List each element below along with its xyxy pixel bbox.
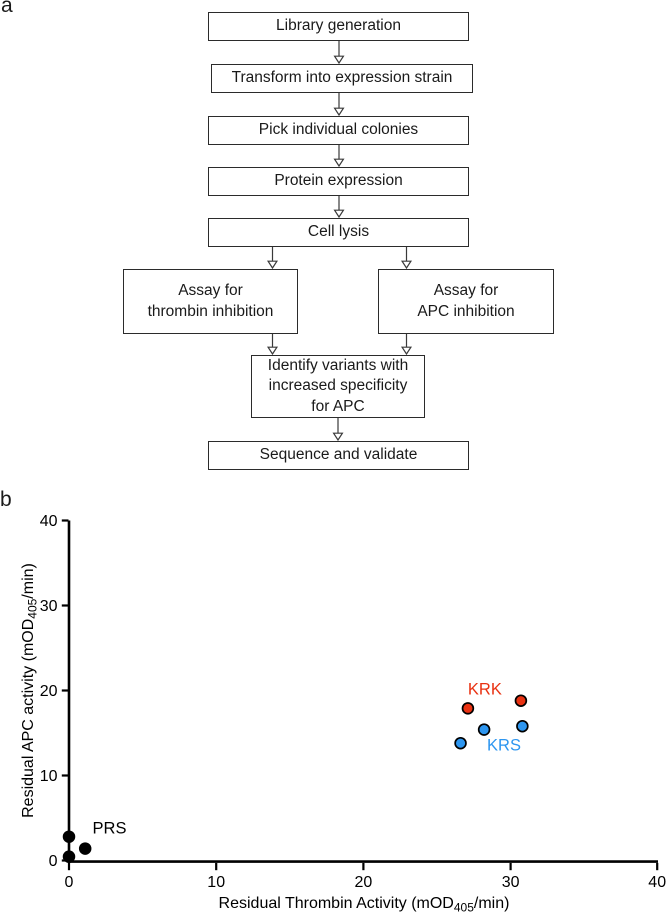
flowchart-box-protein-expression: Protein expression — [208, 167, 469, 196]
y-tick-label: 10 — [40, 768, 58, 785]
panel-b-label: b — [0, 488, 12, 511]
flow-arrow-icon — [400, 247, 413, 270]
x-tick-label: 40 — [648, 874, 666, 891]
scatter-point-prs — [62, 830, 76, 843]
flow-arrow-icon — [332, 418, 344, 442]
x-tick-label: 30 — [502, 874, 520, 891]
flowchart-box-transform-strain: Transform into expression strain — [211, 64, 473, 93]
y-tick-label: 40 — [40, 513, 58, 530]
scatter-point-krs — [477, 723, 491, 736]
flow-arrow-icon — [333, 93, 345, 117]
x-tick-label: 20 — [355, 874, 373, 891]
flowchart-box-assay-apc: Assay for APC inhibition — [378, 269, 554, 334]
flowchart-box-assay-thrombin: Assay for thrombin inhibition — [123, 269, 298, 334]
y-tick-label: 20 — [40, 683, 58, 700]
flow-arrow-icon — [400, 334, 413, 356]
y-axis-title: Residual APC activity (mOD405/min) — [20, 563, 40, 818]
annotation-krk: KRK — [468, 680, 502, 698]
scatter-point-krk — [514, 694, 528, 707]
flowchart-box-sequence-validate: Sequence and validate — [208, 441, 469, 470]
scatter-point-prs — [62, 850, 76, 863]
scatter-point-prs — [78, 842, 92, 855]
flowchart-arrows — [266, 41, 413, 442]
scatter-point-krs — [454, 736, 467, 750]
flow-arrow-icon — [266, 334, 279, 356]
x-tick-label: 10 — [207, 874, 225, 891]
panel-a-label: a — [1, 0, 13, 17]
annotation-prs: PRS — [93, 820, 127, 838]
flow-arrow-icon — [333, 196, 345, 219]
y-tick-label: 30 — [40, 598, 58, 615]
flow-arrow-icon — [333, 41, 345, 65]
x-axis-title: Residual Thrombin Activity (mOD405/min) — [219, 895, 510, 914]
flowchart-box-pick-colonies: Pick individual colonies — [208, 116, 469, 145]
flow-arrow-icon — [333, 145, 345, 168]
flowchart-box-library-generation: Library generation — [208, 12, 469, 41]
annotation-krs: KRS — [487, 736, 521, 754]
y-tick-label: 0 — [49, 853, 58, 870]
x-tick-label: 0 — [65, 874, 74, 891]
flowchart-box-cell-lysis: Cell lysis — [208, 218, 469, 247]
flowchart-box-identify-variants: Identify variants with increased specifi… — [251, 355, 425, 418]
scatter-point-krk — [461, 702, 475, 715]
scatter-point-krs — [516, 719, 529, 733]
flow-arrow-icon — [266, 247, 279, 270]
